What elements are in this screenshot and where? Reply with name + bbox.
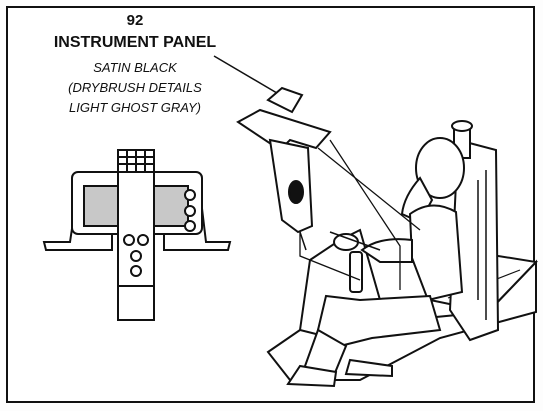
panel-center-column [118, 150, 154, 320]
pilot-arm [362, 239, 412, 262]
panel-right-screen [154, 186, 188, 226]
part-hole [289, 181, 303, 203]
panel-knob [185, 190, 195, 200]
instrument-panel-drawing [44, 150, 230, 320]
column-gauge [131, 266, 141, 276]
leader-line [214, 56, 282, 96]
panel-knob [185, 206, 195, 216]
column-gauge [124, 235, 134, 245]
column-gauge [138, 235, 148, 245]
stick-grip [334, 234, 358, 250]
panel-part-3d [238, 88, 330, 250]
panel-left-screen [84, 186, 118, 226]
pilot-torso [410, 205, 462, 300]
panel-knob [185, 221, 195, 231]
control-stick [350, 252, 362, 292]
column-gauge [131, 251, 141, 261]
